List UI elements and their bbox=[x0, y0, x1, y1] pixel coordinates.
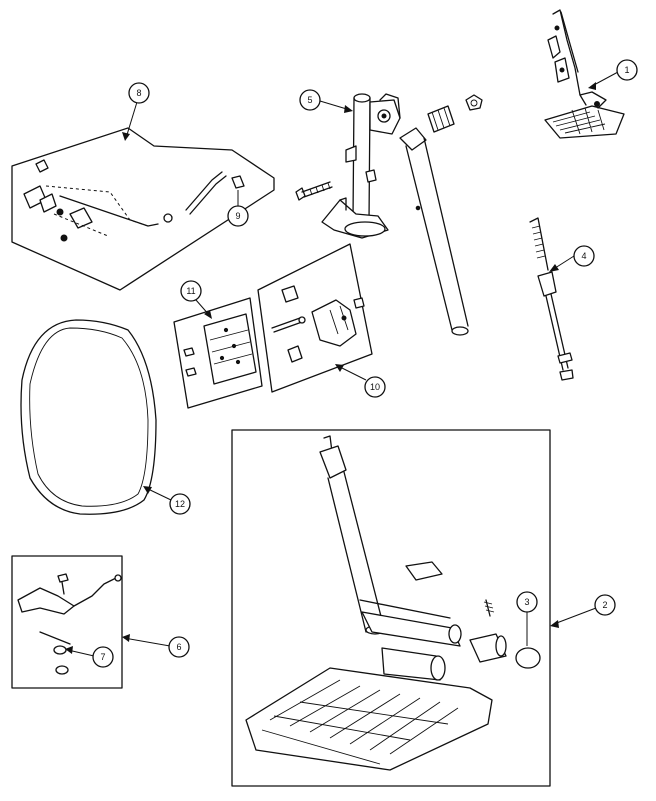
callout-10: 10 bbox=[335, 364, 386, 398]
callout-12-label: 12 bbox=[175, 499, 185, 509]
callout-5-label: 5 bbox=[307, 95, 312, 105]
footrest-assembly-small bbox=[544, 9, 625, 139]
callout-10-label: 10 bbox=[370, 382, 380, 392]
callout-7-label: 7 bbox=[100, 652, 105, 662]
callout-6-label: 6 bbox=[176, 642, 181, 652]
callout-3: 3 bbox=[516, 591, 538, 646]
callout-9: 9 bbox=[227, 190, 249, 227]
callout-8-label: 8 bbox=[136, 88, 141, 98]
callout-3-label: 3 bbox=[524, 597, 529, 607]
support-post bbox=[295, 93, 401, 239]
leg-rest-pad bbox=[20, 319, 157, 515]
callout-11-label: 11 bbox=[186, 286, 195, 296]
callout-9-label: 9 bbox=[235, 211, 240, 221]
adjustment-rod bbox=[529, 217, 574, 381]
hardware-kit-panel bbox=[11, 127, 275, 291]
mounting-plate-panel bbox=[173, 297, 263, 409]
callout-1: 1 bbox=[588, 59, 638, 90]
clamp-bracket-panel bbox=[257, 243, 373, 393]
callout-6: 6 bbox=[122, 634, 190, 658]
release-lever-panel bbox=[11, 555, 123, 689]
callout-1-label: 1 bbox=[624, 65, 629, 75]
callout-7: 7 bbox=[65, 646, 114, 668]
callout-2: 2 bbox=[550, 594, 616, 628]
callout-2-label: 2 bbox=[602, 600, 607, 610]
callout-11: 11 bbox=[180, 280, 212, 319]
long-tube bbox=[399, 94, 483, 336]
callout-12: 12 bbox=[143, 486, 191, 515]
callout-4-label: 4 bbox=[581, 251, 586, 261]
callout-4: 4 bbox=[549, 245, 595, 272]
callout-8: 8 bbox=[122, 82, 150, 141]
callout-5: 5 bbox=[299, 89, 353, 113]
footrest-assembly-large bbox=[231, 429, 551, 787]
